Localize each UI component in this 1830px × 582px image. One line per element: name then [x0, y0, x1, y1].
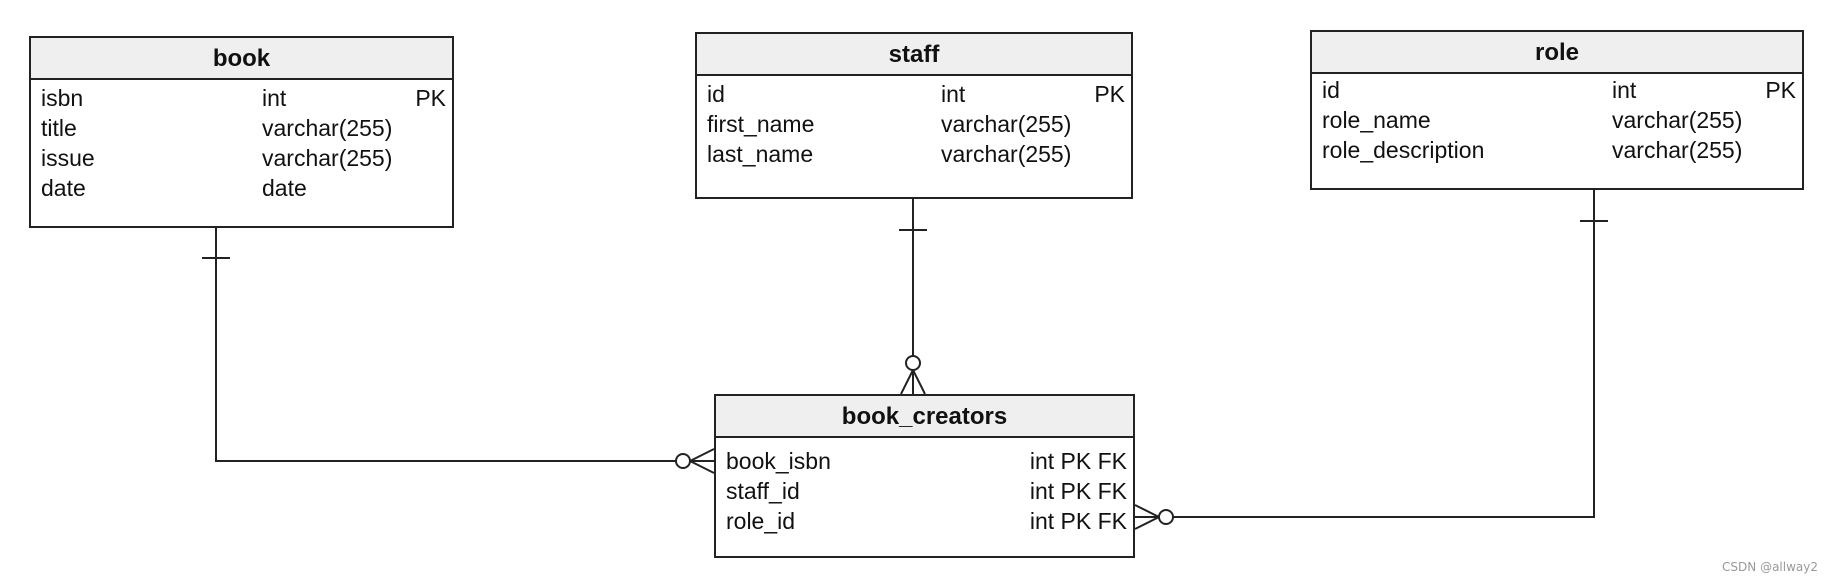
- crowfoot-marker: [689, 460, 715, 474]
- entity-title: role: [1312, 32, 1802, 74]
- attribute-type: int: [1612, 77, 1637, 103]
- attribute-key: int PK FK: [1029, 478, 1127, 504]
- attribute-name: role_name: [1322, 107, 1431, 133]
- attribute-name: id: [707, 81, 725, 107]
- attribute-type: int: [262, 85, 287, 111]
- attribute-row: id int PK: [1312, 75, 1802, 105]
- attribute-name: title: [41, 115, 77, 141]
- relationship-book-book-creators: [202, 228, 715, 474]
- attribute-name: date: [41, 175, 86, 201]
- crowfoot-marker: [689, 448, 715, 462]
- attribute-type: int: [941, 81, 966, 107]
- attribute-name: staff_id: [726, 478, 800, 504]
- attribute-key: int PK FK: [1029, 448, 1127, 474]
- attribute-row: issue varchar(255): [31, 143, 452, 173]
- entity-role[interactable]: role id int PK role_name varchar(255) ro…: [1310, 30, 1804, 190]
- attribute-row: date date: [31, 173, 452, 203]
- attribute-type: date: [262, 175, 307, 201]
- crowfoot-marker: [900, 369, 914, 395]
- entity-title: book_creators: [716, 396, 1133, 438]
- attribute-name: last_name: [707, 141, 814, 167]
- zero-marker: [675, 453, 691, 469]
- watermark: CSDN @allway2: [1722, 560, 1818, 574]
- attribute-row: role_description varchar(255): [1312, 135, 1802, 165]
- crowfoot-marker: [1134, 516, 1160, 530]
- attribute-type: varchar(255): [262, 145, 393, 171]
- attribute-row: staff_id int PK FK: [716, 476, 1133, 506]
- attribute-key: PK: [1094, 81, 1125, 107]
- attribute-type: varchar(255): [1612, 107, 1743, 133]
- attribute-name: book_isbn: [726, 448, 831, 474]
- attribute-key: int PK FK: [1029, 508, 1127, 534]
- attribute-name: role_description: [1322, 137, 1485, 163]
- attribute-row: last_name varchar(255): [697, 139, 1131, 169]
- attribute-row: title varchar(255): [31, 113, 452, 143]
- attribute-key: PK: [1765, 77, 1796, 103]
- relationship-staff-book-creators: [899, 199, 927, 395]
- attribute-row: book_isbn int PK FK: [716, 446, 1133, 476]
- attribute-row: role_id int PK FK: [716, 506, 1133, 536]
- entity-book-creators[interactable]: book_creators book_isbn int PK FK staff_…: [714, 394, 1135, 558]
- relationship-role-book-creators: [1134, 190, 1608, 530]
- attribute-type: varchar(255): [262, 115, 393, 141]
- attribute-type: varchar(255): [941, 141, 1072, 167]
- attribute-row: isbn int PK: [31, 83, 452, 113]
- attribute-type: varchar(255): [1612, 137, 1743, 163]
- attribute-name: isbn: [41, 85, 84, 111]
- attribute-name: issue: [41, 145, 95, 171]
- attribute-row: first_name varchar(255): [697, 109, 1131, 139]
- attribute-row: id int PK: [697, 79, 1131, 109]
- crowfoot-marker: [1134, 504, 1160, 518]
- crowfoot-marker: [912, 369, 926, 395]
- entity-staff[interactable]: staff id int PK first_name varchar(255) …: [695, 32, 1133, 199]
- zero-marker: [1158, 509, 1174, 525]
- attribute-name: first_name: [707, 111, 815, 137]
- entity-title: staff: [697, 34, 1131, 76]
- attribute-key: PK: [415, 85, 446, 111]
- entity-title: book: [31, 38, 452, 80]
- attribute-type: varchar(255): [941, 111, 1072, 137]
- attribute-row: role_name varchar(255): [1312, 105, 1802, 135]
- attribute-name: role_id: [726, 508, 796, 534]
- attribute-name: id: [1322, 77, 1340, 103]
- entity-book[interactable]: book isbn int PK title varchar(255) issu…: [29, 36, 454, 228]
- zero-marker: [905, 355, 921, 371]
